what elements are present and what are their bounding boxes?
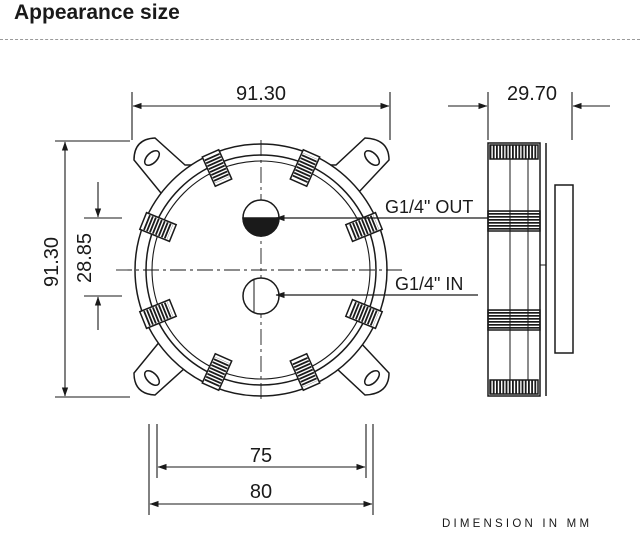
- inlet-port: [242, 277, 280, 315]
- units-note: DIMENSION IN MM: [442, 518, 592, 530]
- side-port-bottom: [487, 309, 541, 331]
- side-lip-top: [489, 144, 539, 160]
- mounting-hole: [363, 149, 381, 167]
- side-cold-plate: [554, 184, 574, 354]
- side-view: [487, 142, 574, 397]
- outlet-label: G1/4" OUT: [385, 197, 473, 217]
- mounting-hole: [143, 149, 161, 167]
- mounting-hole: [363, 369, 381, 387]
- front-width-label: 91.30: [236, 83, 286, 105]
- side-body: [487, 142, 541, 397]
- mounting-hole: [143, 369, 161, 387]
- page-title: Appearance size: [14, 1, 180, 24]
- side-port-top: [487, 210, 541, 232]
- front-view: [133, 137, 390, 397]
- port-spacing-label: 28.85: [74, 233, 96, 283]
- front-height-label: 91.30: [41, 237, 63, 287]
- hole-spacing-inner-label: 75: [250, 445, 272, 467]
- dimension-lines: [55, 92, 610, 515]
- side-lip-bottom: [489, 379, 539, 395]
- side-width-label: 29.70: [507, 83, 557, 105]
- hole-spacing-outer-label: 80: [250, 481, 272, 503]
- inlet-label: G1/4" IN: [395, 274, 463, 294]
- outlet-port: [242, 199, 280, 237]
- header-divider: [0, 39, 640, 40]
- center-lines: [116, 140, 405, 400]
